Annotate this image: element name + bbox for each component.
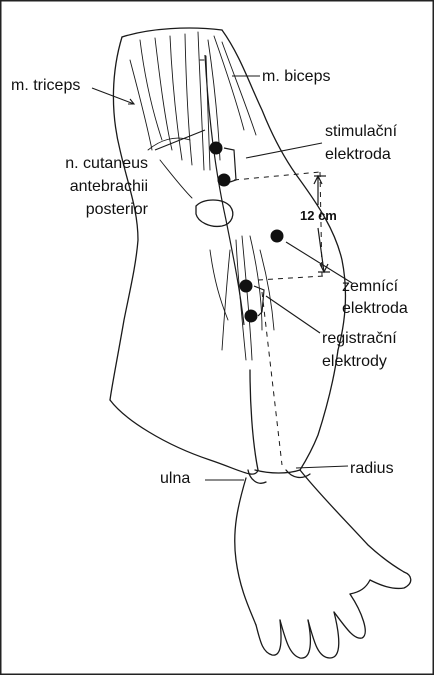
stimulating-electrode-proximal bbox=[210, 142, 223, 155]
label-ulna: ulna bbox=[160, 470, 190, 488]
label-ground-line2: elektroda bbox=[342, 300, 408, 318]
ground-electrode bbox=[271, 230, 284, 243]
label-nerve-line2: antebrachii bbox=[10, 178, 148, 196]
label-stimulating-line2: elektroda bbox=[325, 146, 391, 164]
label-radius: radius bbox=[350, 460, 394, 478]
label-biceps: m. biceps bbox=[262, 68, 330, 86]
label-nerve-line3: posterior bbox=[10, 201, 148, 219]
recording-electrode-proximal bbox=[240, 280, 253, 293]
label-ground-line1: zemnící bbox=[342, 278, 398, 296]
recording-electrode-distal bbox=[245, 310, 258, 323]
label-recording-line2: elektrody bbox=[322, 353, 387, 371]
stimulating-electrode-distal bbox=[218, 174, 231, 187]
label-distance: 12 cm bbox=[300, 208, 337, 223]
label-triceps: m. triceps bbox=[11, 77, 80, 95]
label-recording-line1: registrační bbox=[322, 330, 397, 348]
label-stimulating-line1: stimulační bbox=[325, 123, 397, 141]
label-nerve-line1: n. cutaneus bbox=[10, 155, 148, 173]
